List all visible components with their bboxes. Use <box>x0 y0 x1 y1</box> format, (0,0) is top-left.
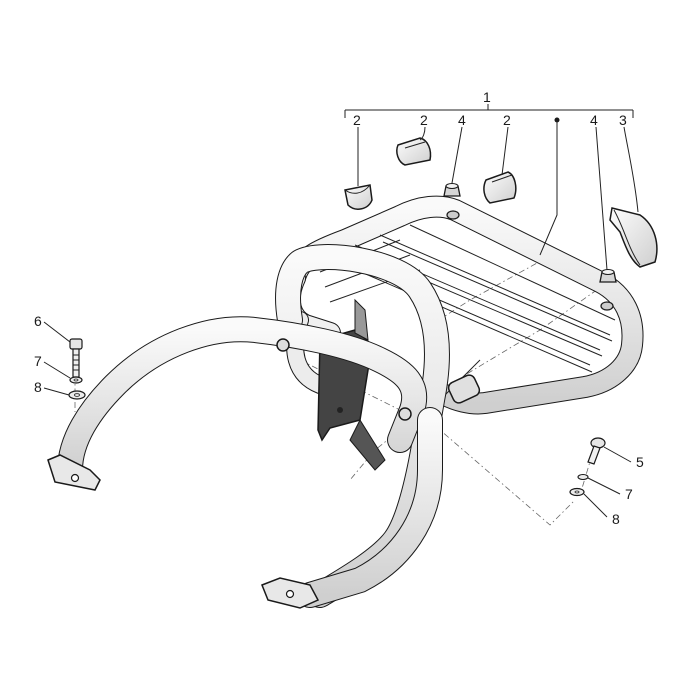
callout-8-left: 8 <box>34 379 42 395</box>
washer-part-8-left <box>68 390 86 400</box>
clip-part-2-left <box>344 184 373 210</box>
callout-4-left: 4 <box>458 112 466 128</box>
callout-1: 1 <box>483 89 491 105</box>
rack-lower-arm <box>261 407 443 609</box>
cap-part-4-left <box>443 183 461 197</box>
callout-5: 5 <box>636 454 644 470</box>
cap-part-4-right <box>599 269 617 283</box>
callout-7-right: 7 <box>625 486 633 502</box>
washer-part-8-right <box>569 487 585 497</box>
callout-2-right: 2 <box>503 112 511 128</box>
rack-knob-left <box>276 338 290 352</box>
callout-2-left: 2 <box>353 112 361 128</box>
screw-part-5 <box>587 437 606 465</box>
clip-part-2-middle <box>396 137 432 166</box>
washer-part-7-right <box>577 473 589 481</box>
leader-lines <box>43 104 639 518</box>
bolt-part-6 <box>69 338 83 378</box>
clip-part-2-right <box>483 171 517 204</box>
callout-2-middle: 2 <box>420 112 428 128</box>
rubber-cap-on-rack-left <box>446 210 460 220</box>
callout-4-right: 4 <box>590 112 598 128</box>
rack-knob-right <box>398 407 412 421</box>
callout-6: 6 <box>34 313 42 329</box>
rubber-cap-on-rack-right <box>600 301 614 311</box>
washer-part-7-left <box>69 376 83 384</box>
callout-3: 3 <box>619 112 627 128</box>
grab-rail <box>47 316 428 491</box>
callout-8-right: 8 <box>612 511 620 527</box>
callout-7-left: 7 <box>34 353 42 369</box>
pad-part-3 <box>609 207 658 268</box>
callout-labels: 1 2 2 4 2 4 3 6 7 8 5 7 8 <box>34 89 644 527</box>
